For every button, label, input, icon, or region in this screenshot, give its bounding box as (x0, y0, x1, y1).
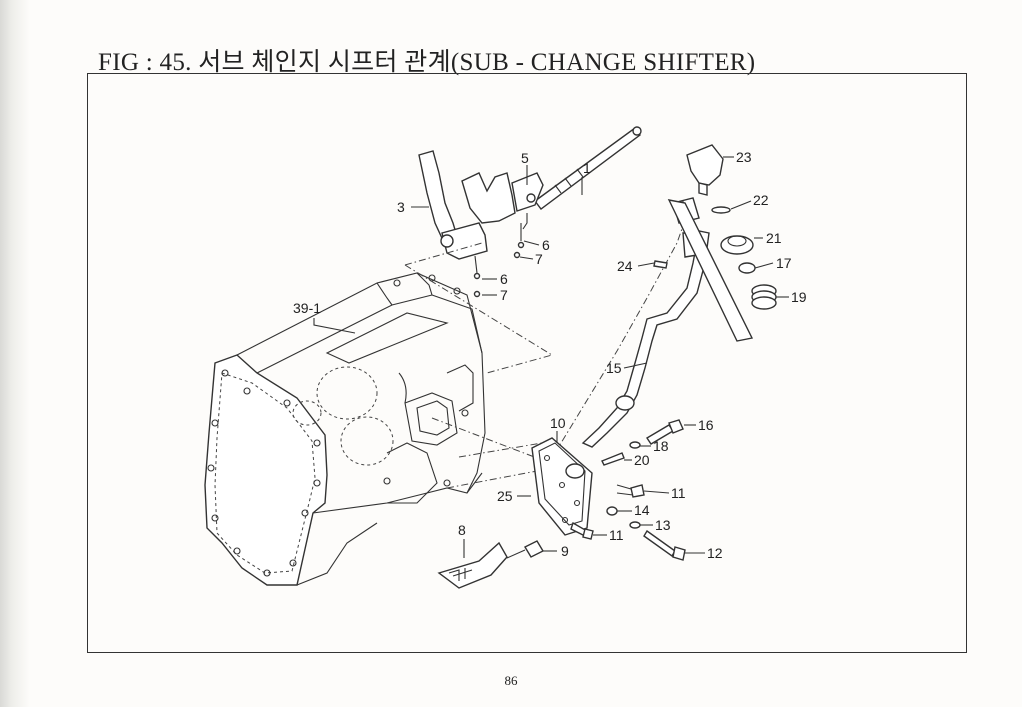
callout-24: 24 (617, 258, 633, 274)
bolt-11-lower (570, 521, 594, 540)
callout-19: 19 (791, 289, 807, 305)
center-line-rod (404, 242, 554, 374)
washer-13 (629, 521, 641, 529)
leader-lines (313, 156, 789, 558)
callout-25: 25 (497, 488, 513, 504)
detent-ball-spring (473, 223, 525, 298)
callout-6-upper: 6 (542, 237, 550, 253)
pin-20 (601, 452, 625, 466)
transmission-case (204, 272, 486, 586)
washer-14 (606, 506, 618, 516)
callout-15: 15 (606, 360, 622, 376)
callout-16: 16 (698, 417, 714, 433)
spring-19 (751, 284, 777, 310)
callout-8: 8 (458, 522, 466, 538)
callout-3: 3 (397, 199, 405, 215)
callout-5: 5 (521, 150, 529, 166)
callout-14: 14 (634, 502, 650, 518)
callout-23: 23 (736, 149, 752, 165)
callout-12: 12 (707, 545, 723, 561)
callout-1: 1 (583, 160, 591, 176)
bolt-9 (506, 540, 544, 559)
callout-21: 21 (766, 230, 782, 246)
shift-fork-3 (418, 150, 488, 260)
shift-rod (534, 126, 642, 210)
callout-17: 17 (776, 255, 792, 271)
callout-11-lower: 11 (609, 527, 624, 543)
bolt-16 (646, 419, 684, 445)
exploded-parts-diagram: 1 3 5 6 7 6 7 39-1 8 9 10 11 11 12 13 14… (204, 126, 807, 589)
callout-numbers: 1 3 5 6 7 6 7 39-1 8 9 10 11 11 12 13 14… (293, 149, 807, 561)
callout-11-upper: 11 (671, 485, 686, 501)
callout-6-lower: 6 (500, 271, 508, 287)
pin-24 (653, 260, 668, 269)
callout-9: 9 (561, 543, 569, 559)
diagram-frame (87, 73, 967, 653)
callout-20: 20 (634, 452, 650, 468)
washer-17 (738, 262, 756, 274)
page-number: 86 (504, 673, 518, 688)
callout-7-lower: 7 (500, 287, 508, 303)
callout-7-upper: 7 (535, 251, 543, 267)
callout-22: 22 (753, 192, 769, 208)
lever-upper-rod (667, 199, 754, 342)
callout-13: 13 (655, 517, 671, 533)
bolt-12 (643, 529, 686, 561)
page-binding-edge (0, 0, 30, 707)
shift-knob (686, 144, 724, 196)
callout-10: 10 (550, 415, 566, 431)
shift-fork-5 (461, 172, 544, 230)
callout-39-1: 39-1 (293, 300, 321, 316)
washer-18 (629, 441, 641, 449)
bolt-11-upper (616, 484, 645, 498)
center-line-upper (546, 202, 692, 467)
callout-18: 18 (653, 438, 669, 454)
clip-22 (711, 206, 731, 214)
figure-title: FIG : 45. 서브 체인지 시프터 관계(SUB - CHANGE SHI… (98, 49, 756, 76)
rubber-boot-21 (720, 235, 754, 255)
shift-pattern-plate (437, 541, 508, 589)
lever-housing (531, 437, 593, 536)
